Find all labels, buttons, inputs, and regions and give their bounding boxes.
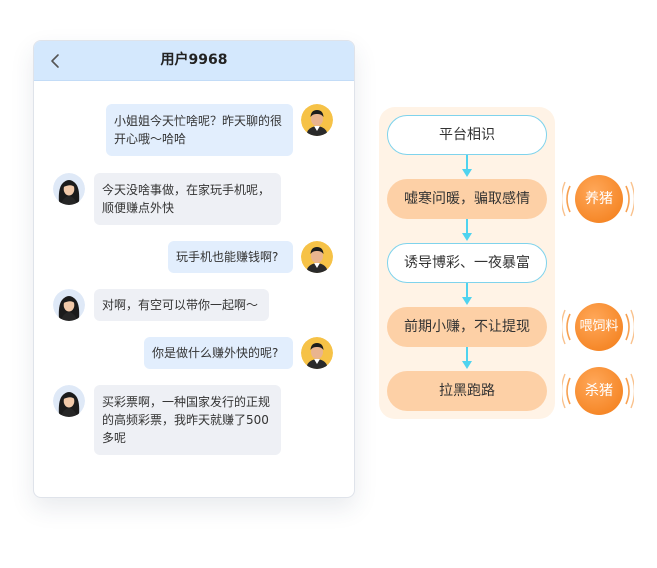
message-bubble-incoming: 今天没啥事做，在家玩手机呢， 顺便赚点外快 — [94, 173, 281, 225]
stage-badge-kill: 杀猪 — [562, 366, 634, 416]
stage-label: 杀猪 — [575, 367, 623, 415]
avatar-female — [53, 385, 85, 417]
message-bubble-outgoing: 你是做什么赚外快的呢? — [144, 337, 293, 369]
avatar-male — [301, 104, 333, 136]
message-bubble-outgoing: 小姐姐今天忙啥呢？昨天聊的很 开心哦～哈哈 — [106, 104, 293, 156]
flow-step-1: 平台相识 — [387, 115, 547, 155]
chat-window: 用户9968 小姐姐今天忙啥呢？昨天聊的很 开心哦～哈哈 今天没啥事做，在家玩手… — [33, 40, 355, 498]
avatar-female — [53, 173, 85, 205]
flow-step-2: 嘘寒问暖，骗取感情 — [387, 179, 547, 219]
sound-wave-icon — [562, 309, 634, 345]
back-icon[interactable] — [46, 51, 66, 71]
message-bubble-outgoing: 玩手机也能赚钱啊? — [168, 241, 293, 273]
avatar-male — [301, 241, 333, 273]
arrow-down-icon — [462, 283, 472, 305]
flow-step-5: 拉黑跑路 — [387, 371, 547, 411]
arrow-down-icon — [462, 347, 472, 369]
arrow-down-icon — [462, 155, 472, 177]
stage-badge-feed: 喂饲料 — [562, 302, 634, 352]
avatar-male — [301, 337, 333, 369]
arrow-down-icon — [462, 219, 472, 241]
message-bubble-incoming: 对啊，有空可以带你一起啊～ — [94, 289, 269, 321]
avatar-female — [53, 289, 85, 321]
message-bubble-incoming: 买彩票啊，一种国家发行的正规 的高频彩票，我昨天就赚了500 多呢 — [94, 385, 281, 455]
flow-step-3: 诱导博彩、一夜暴富 — [387, 243, 547, 283]
flow-step-4: 前期小赚，不让提现 — [387, 307, 547, 347]
chat-header: 用户9968 — [34, 41, 354, 81]
stage-label: 喂饲料 — [575, 303, 623, 351]
stage-label: 养猪 — [575, 175, 623, 223]
stage-badge-raise: 养猪 — [562, 174, 634, 224]
sound-wave-icon — [562, 181, 634, 217]
sound-wave-icon — [562, 373, 634, 409]
chat-title: 用户9968 — [160, 52, 228, 68]
